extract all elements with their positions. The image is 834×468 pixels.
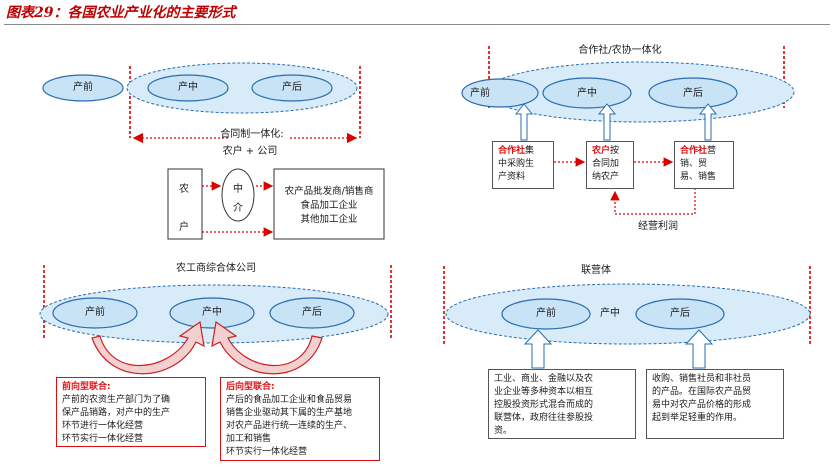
q1-contract-line1: 合同制一体化: (220, 129, 284, 140)
q2-mid-ellipse (542, 77, 632, 109)
figure-title: 图表29：各国农业产业化的主要形式 (6, 5, 236, 21)
q3-forward-line2: 销售企业驱动其下属的生产基地 (226, 408, 353, 418)
q3-pre-ellipse (52, 297, 138, 329)
q3-forward-line1: 产后的食品加工企业和食品贸易 (226, 395, 353, 405)
q3-backward-line3: 环节进行一体化经营 (62, 421, 144, 431)
q3-forward-line3: 对农产品进行统一连续的生产、 (226, 421, 353, 431)
q4-right-box: 收购、销售社员和非社员 的产品。在国际农产品贸 易中对农产品价格的形成 起到举足… (646, 369, 784, 439)
q1-firm-3: 其他加工企业 (300, 214, 358, 225)
q2-up-arrow-2 (597, 103, 617, 141)
q3-backward-box: 前向型联合: 产前的农资生产部门为了确 保产品销路，对产中的生产 环节进行一体化… (56, 377, 206, 447)
q4-box2-line2: 的产品。在国际农产品贸 (652, 387, 752, 397)
q3-backward-line1: 产前的农资生产部门为了确 (62, 395, 171, 405)
q3-forward-line5: 环节实行一体化经营 (226, 447, 308, 457)
q2-profit-label: 经营利润 (638, 221, 678, 232)
q1-agent-top: 中 (233, 184, 243, 195)
q4-box2-line3: 易中对农产品价格的形成 (652, 400, 752, 410)
q4-mid-label: 产中 (600, 308, 620, 319)
q3-backward-line2: 保产品销路，对产中的生产 (62, 408, 171, 418)
q2-up-arrow-1 (514, 103, 534, 141)
title-divider (4, 24, 830, 25)
q1-agent-bottom: 介 (233, 203, 243, 214)
q4-pre-ellipse (501, 298, 591, 330)
q3-post-ellipse (269, 297, 355, 329)
q2-heading: 合作社/农协一体化 (578, 45, 662, 56)
q3-pre-label: 产前 (85, 307, 105, 318)
q2-box2-line2: 合同加 (592, 159, 620, 169)
q1-mid-ellipse (147, 74, 229, 102)
q1-pre-label: 产前 (73, 82, 93, 93)
q4-box1-line1: 工业、商业、金融以及农 (494, 374, 594, 384)
q2-pre-ellipse (461, 78, 539, 108)
q2-box1-line3: 产资料 (498, 172, 526, 182)
q3-forward-box: 后向型联合: 产后的食品加工企业和食品贸易 销售企业驱动其下属的生产基地 对农产… (220, 377, 380, 461)
q1-farmer-bottom: 户 (179, 222, 189, 233)
q3-post-label: 产后 (302, 307, 322, 318)
q3-mid-ellipse (169, 297, 255, 329)
q2-box-procurement: 合作社集 中采购生 产资料 (492, 141, 554, 189)
q2-box1-line2: 中采购生 (498, 159, 535, 169)
q2-box1-line1: 集 (525, 146, 535, 156)
q3-curved-arrow-forward (211, 320, 323, 375)
q1-group (42, 62, 385, 240)
q2-box-marketing: 合作社营 销、贸 易、销售 (674, 141, 734, 189)
q2-box2-line1: 按 (610, 146, 620, 156)
q2-up-arrow-3 (698, 103, 718, 141)
q3-backward-title: 前向型联合: (62, 382, 111, 392)
q2-group (461, 46, 795, 215)
q1-post-ellipse (251, 74, 333, 102)
q1-pre-ellipse (42, 74, 124, 102)
q3-group (39, 265, 392, 375)
q4-up-arrow-2 (684, 329, 714, 369)
q2-box-farmers: 农户按 合同加 纳农产 (586, 141, 634, 189)
q2-box3-highlight: 合作社 (680, 146, 708, 156)
q4-box2-line1: 收购、销售社员和非社员 (652, 374, 752, 384)
q3-backward-line4: 环节实行一体化经营 (62, 434, 144, 444)
q2-box1-highlight: 合作社 (498, 146, 526, 156)
q1-firm-2: 食品加工企业 (300, 200, 358, 211)
q4-pre-label: 产前 (536, 308, 556, 319)
q3-forward-line4: 加工和销售 (226, 434, 272, 444)
q4-box2-line4: 起到举足轻重的作用。 (652, 413, 743, 423)
q3-curved-arrow-backward (91, 320, 205, 375)
q2-post-ellipse (648, 77, 738, 109)
q2-post-label: 产后 (683, 88, 703, 99)
q1-firm-1: 农产品批发商/销售商 (284, 186, 374, 197)
q4-box1-line2: 业企业等多种资本以相互 (494, 387, 594, 397)
q3-mid-label: 产中 (202, 307, 222, 318)
q4-post-ellipse (635, 298, 725, 330)
q3-forward-title: 后向型联合: (226, 382, 275, 392)
q2-box3-line1: 营 (707, 146, 717, 156)
q3-heading: 农工商综合体公司 (176, 263, 256, 274)
q2-profit-arrow (610, 188, 696, 215)
q2-pre-label: 产前 (470, 88, 490, 99)
q4-heading: 联营体 (581, 265, 611, 276)
q2-box2-line3: 纳农产 (592, 172, 620, 182)
q4-box1-line5: 资。 (494, 426, 513, 436)
q1-farmer-box (167, 168, 203, 240)
q4-post-label: 产后 (670, 308, 690, 319)
q1-contract-line2: 农户 + 公司 (222, 146, 278, 157)
q1-agent-oval (221, 168, 255, 222)
q4-outer-ellipse (445, 283, 811, 345)
q2-box3-line3: 易、销售 (680, 172, 717, 182)
q4-box1-line3: 控股投资形式混合而成的 (494, 400, 594, 410)
q4-box1-line4: 联营体，政府往往参股投 (494, 413, 594, 423)
q1-firms-box (273, 168, 385, 240)
q4-up-arrow-1 (523, 329, 553, 369)
q1-post-label: 产后 (282, 82, 302, 93)
q4-group (443, 266, 811, 369)
q2-box2-highlight: 农户 (592, 146, 611, 156)
q2-box3-line2: 销、贸 (680, 159, 708, 169)
q4-left-box: 工业、商业、金融以及农 业企业等多种资本以相互 控股投资形式混合而成的 联营体，… (488, 369, 636, 439)
q2-mid-label: 产中 (577, 88, 597, 99)
q1-farmer-top: 农 (179, 184, 189, 195)
q1-mid-label: 产中 (178, 82, 198, 93)
